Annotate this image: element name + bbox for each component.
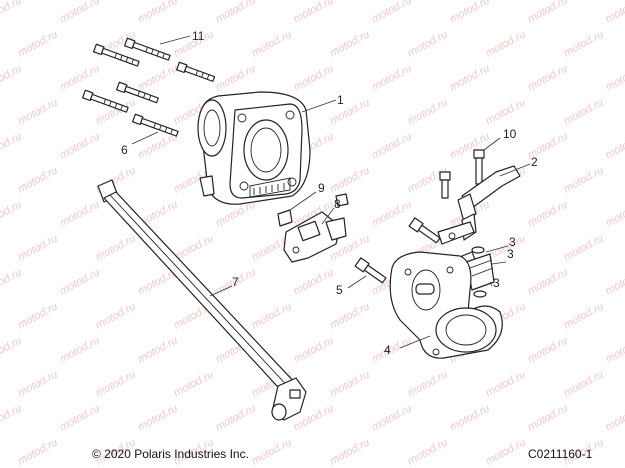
callout-4: 4	[384, 343, 391, 357]
bolt-set-6	[82, 81, 179, 137]
callout-labels: 11 1 2 10 3 3 3 4 5 6 7 8 9	[121, 29, 538, 357]
callout-9: 9	[318, 181, 325, 195]
callout-3-mid: 3	[507, 247, 514, 261]
bolt-set-11	[93, 37, 216, 82]
callout-3-top: 3	[509, 235, 516, 249]
hose-bracket	[437, 165, 521, 245]
callout-5: 5	[336, 283, 343, 297]
callout-6: 6	[121, 143, 128, 157]
map-sensor	[277, 193, 349, 263]
callout-7: 7	[232, 275, 239, 289]
callout-10: 10	[503, 127, 517, 141]
bolt-5	[354, 217, 441, 284]
diagram-code: C0211160-1	[528, 447, 593, 461]
intake-adaptor	[389, 251, 503, 359]
callout-3-bottom: 3	[493, 276, 500, 290]
callout-11: 11	[192, 29, 205, 43]
callout-8: 8	[334, 197, 341, 211]
copyright-text: © 2020 Polaris Industries Inc.	[92, 447, 249, 461]
callout-2: 2	[531, 155, 538, 169]
callout-1: 1	[337, 93, 344, 107]
leader-lines	[131, 35, 531, 349]
throttle-body	[197, 91, 311, 205]
tube	[97, 179, 307, 421]
